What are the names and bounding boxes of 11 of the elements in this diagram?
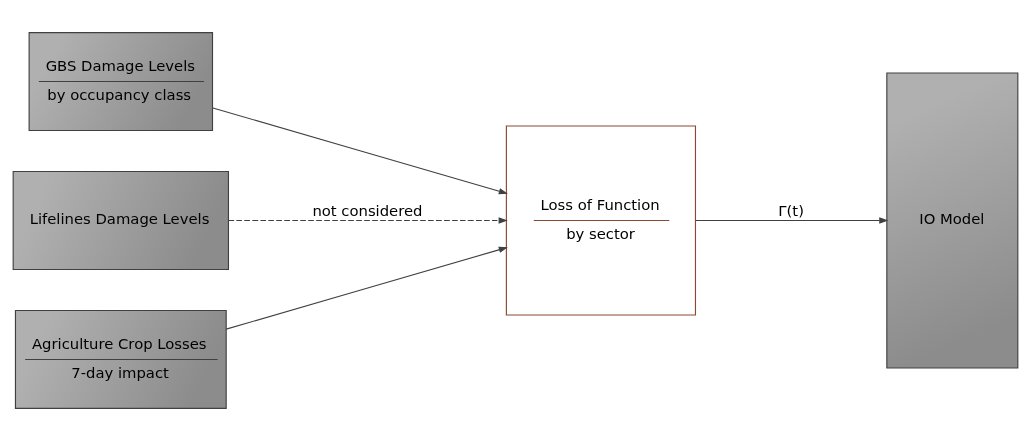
- node-box: IO Model: [886, 72, 1019, 369]
- edge-label: not considered: [312, 202, 423, 220]
- arrow: [212, 107, 508, 195]
- edge-label: Γ(t): [778, 202, 804, 220]
- arrow: [228, 217, 508, 224]
- arrow: [695, 217, 889, 224]
- node-box: Lifelines Damage Levels: [12, 170, 230, 271]
- arrow: [225, 246, 508, 330]
- node-box: Agriculture Crop Losses 7-day impact: [14, 309, 227, 409]
- node-box: GBS Damage Levels by occupancy class: [28, 32, 214, 132]
- node-box: Loss of Function by sector: [505, 125, 697, 316]
